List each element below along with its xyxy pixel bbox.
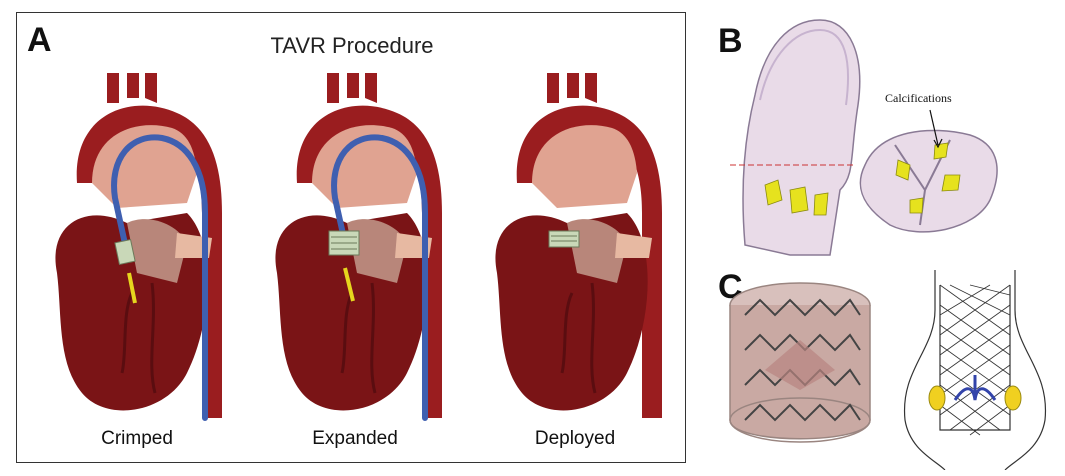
heart-crimped-illustration <box>37 73 237 423</box>
panel-a-title: TAVR Procedure <box>17 33 687 59</box>
caption-crimped: Crimped <box>57 428 217 450</box>
calcifications-annotation: Calcifications <box>885 91 952 106</box>
caption-deployed: Deployed <box>495 428 655 450</box>
valve-in-vessel-schematic <box>895 270 1055 470</box>
caption-expanded: Expanded <box>275 428 435 450</box>
transcatheter-valve-3d-model <box>720 270 880 470</box>
aortic-root-model <box>720 15 1060 260</box>
heart-expanded-illustration <box>257 73 457 423</box>
heart-deployed-illustration <box>477 73 677 423</box>
panel-a: A TAVR Procedure Crimped Expanded <box>16 12 686 463</box>
